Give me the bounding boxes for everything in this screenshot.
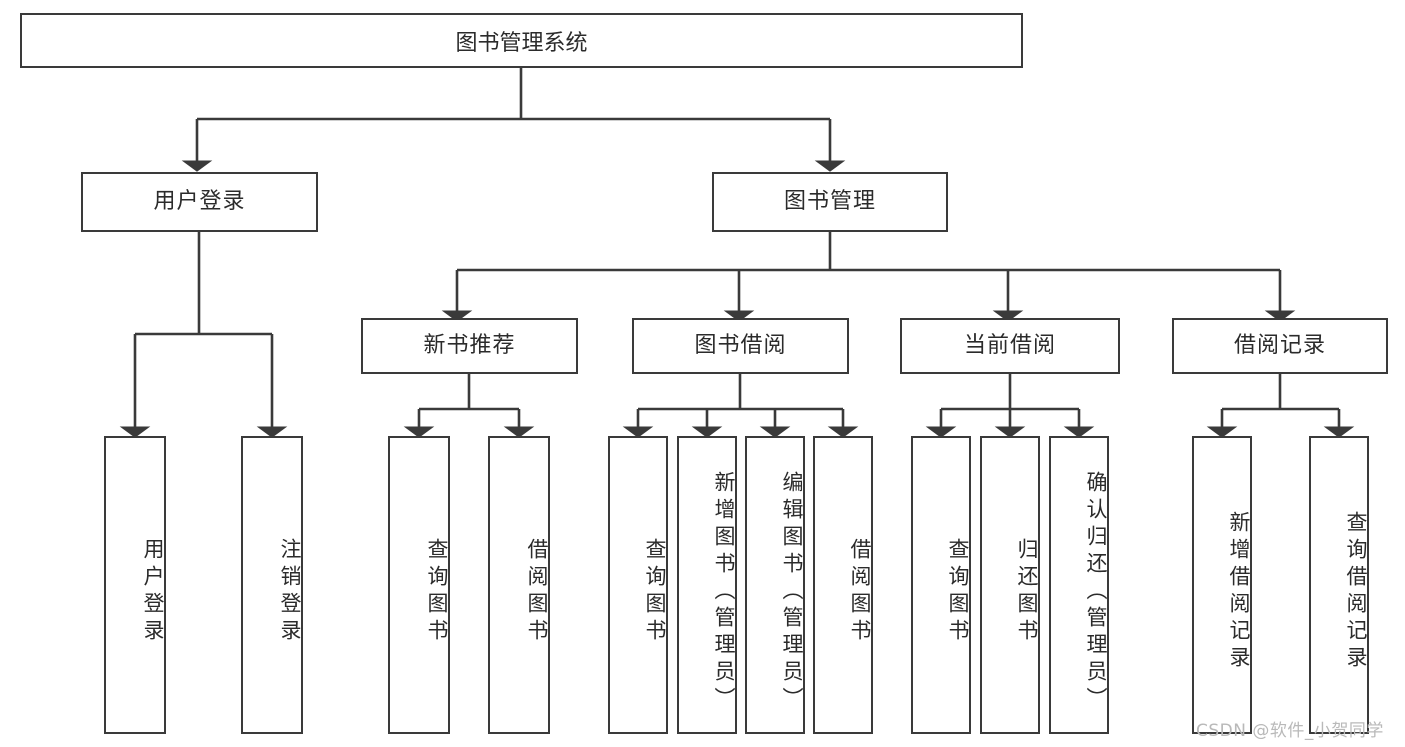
leaf-book-borrow-edit[interactable]: 编辑图书（管理员） — [745, 436, 805, 734]
leaf-label: 查询借阅记录 — [1344, 511, 1368, 673]
node-book-management[interactable]: 图书管理 — [712, 172, 948, 232]
node-root-system[interactable]: 图书管理系统 — [20, 13, 1023, 68]
leaf-borrow-record-add[interactable]: 新增借阅记录 — [1192, 436, 1252, 734]
leaf-label: 用户登录 — [141, 538, 165, 646]
leaf-book-borrow-borrow[interactable]: 借阅图书 — [813, 436, 873, 734]
node-borrow-record[interactable]: 借阅记录 — [1172, 318, 1388, 374]
leaf-user-login-logout[interactable]: 注销登录 — [241, 436, 303, 734]
leaf-label: 编辑图书（管理员） — [780, 470, 804, 714]
leaf-label: 查询图书 — [425, 538, 449, 646]
node-current-borrow-label: 当前借阅 — [963, 332, 1056, 358]
leaf-label: 新增借阅记录 — [1227, 511, 1251, 673]
leaf-label: 借阅图书 — [525, 538, 549, 646]
leaf-borrow-record-query[interactable]: 查询借阅记录 — [1309, 436, 1369, 734]
leaf-current-borrow-confirm-return[interactable]: 确认归还（管理员） — [1049, 436, 1109, 734]
leaf-label: 归还图书 — [1015, 538, 1039, 646]
node-new-book-recommend[interactable]: 新书推荐 — [361, 318, 578, 374]
leaf-label: 查询图书 — [946, 538, 970, 646]
node-user-login[interactable]: 用户登录 — [81, 172, 318, 232]
leaf-book-borrow-query[interactable]: 查询图书 — [608, 436, 668, 734]
node-root-label: 图书管理系统 — [455, 30, 588, 56]
leaf-book-borrow-add[interactable]: 新增图书（管理员） — [677, 436, 737, 734]
leaf-label: 注销登录 — [278, 538, 302, 646]
node-new-book-recommend-label: 新书推荐 — [423, 332, 516, 358]
leaf-new-book-query[interactable]: 查询图书 — [388, 436, 450, 734]
node-book-borrow-label: 图书借阅 — [694, 332, 787, 358]
node-current-borrow[interactable]: 当前借阅 — [900, 318, 1120, 374]
watermark-text: CSDN @软件_小贺同学 — [1196, 721, 1384, 741]
node-user-login-label: 用户登录 — [153, 188, 246, 214]
leaf-current-borrow-return[interactable]: 归还图书 — [980, 436, 1040, 734]
leaf-label: 新增图书（管理员） — [712, 470, 736, 714]
leaf-label: 查询图书 — [643, 538, 667, 646]
leaf-new-book-borrow[interactable]: 借阅图书 — [488, 436, 550, 734]
node-book-management-label: 图书管理 — [783, 188, 876, 214]
leaf-label: 借阅图书 — [848, 538, 872, 646]
leaf-current-borrow-query[interactable]: 查询图书 — [911, 436, 971, 734]
leaf-user-login-login[interactable]: 用户登录 — [104, 436, 166, 734]
leaf-label: 确认归还（管理员） — [1084, 470, 1108, 714]
node-borrow-record-label: 借阅记录 — [1233, 332, 1326, 358]
node-book-borrow[interactable]: 图书借阅 — [632, 318, 849, 374]
